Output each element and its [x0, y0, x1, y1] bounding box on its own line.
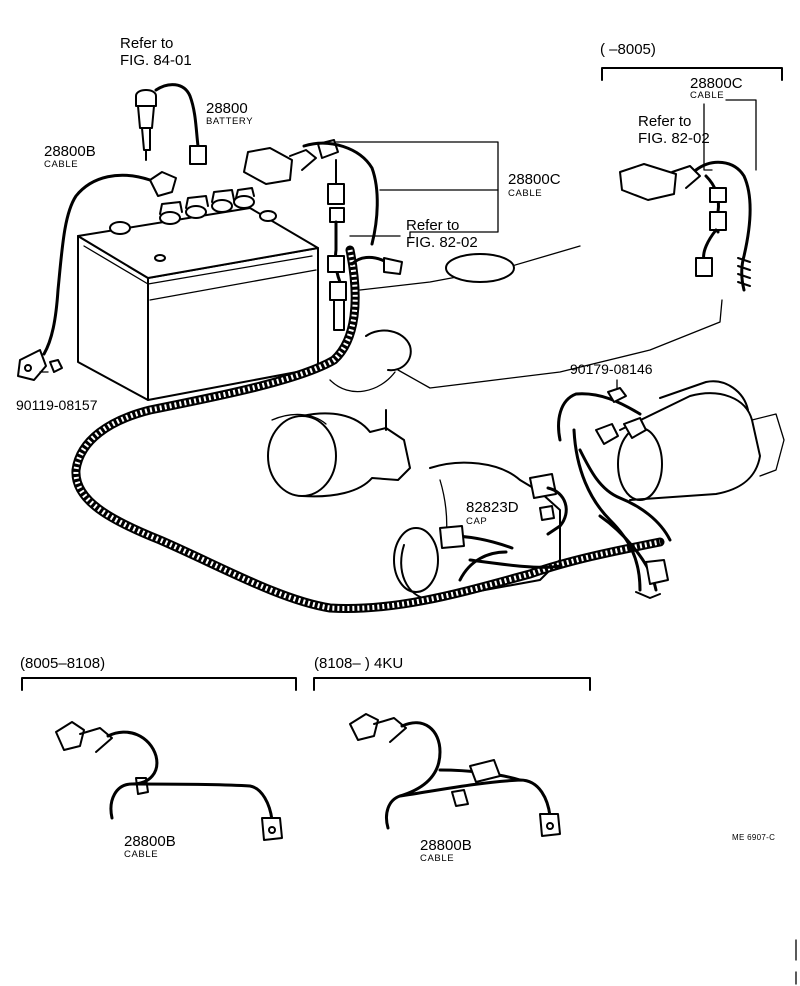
refer-to-label-2: Refer to [406, 217, 460, 234]
fig-82-02-label: FIG. 82-02 [406, 234, 478, 251]
part-90119-08157-label: 90119-08157 [16, 397, 98, 413]
starter-outline [617, 380, 785, 501]
variant-bottom-middle-cable [313, 677, 591, 837]
refer-to-label: Refer to [120, 35, 174, 52]
part-28800B-label-middle: 28800B [420, 837, 472, 854]
part-90179-08146-label: 90179-08146 [570, 361, 653, 377]
battery-label: BATTERY [206, 116, 254, 127]
cable-label-28800B: CABLE [44, 159, 79, 170]
refer-to-label-3: Refer to [638, 113, 692, 130]
part-28800B-label-left: 28800B [124, 833, 176, 850]
cable-label-28800C-variant: CABLE [690, 90, 725, 101]
variant-8108-4ku-label: (8108– ) 4KU [314, 655, 404, 672]
cable-label-middle: CABLE [420, 853, 455, 864]
part-28800C-label-variant: 28800C [690, 75, 743, 92]
fig-82-02-label-variant: FIG. 82-02 [638, 130, 710, 147]
part-28800B-label: 28800B [44, 143, 96, 160]
cable-28800C-main [71, 139, 672, 613]
cable-28800B-battery [17, 171, 177, 381]
cable-label-left: CABLE [124, 849, 159, 860]
part-28800-label: 28800 [206, 100, 248, 117]
sender-84-01 [135, 83, 207, 165]
variant-top-right-cable [601, 67, 783, 292]
variant-upto-8005-label: ( –8005) [600, 41, 656, 58]
bracket-28800C [335, 141, 499, 239]
drawing-code-label: ME 6907-C [732, 833, 776, 842]
variant-8005-8108-label: (8005–8108) [20, 655, 106, 672]
nut-90179-08146 [607, 379, 627, 403]
cable-label-28800C: CABLE [508, 188, 543, 199]
engine-outline [329, 245, 723, 393]
part-82823D-label: 82823D [466, 499, 519, 516]
distributor-outline [267, 409, 411, 498]
part-28800C-label: 28800C [508, 171, 561, 188]
battery-drawing [77, 187, 319, 401]
cap-label: CAP [466, 516, 488, 527]
variant-bottom-left-cable [21, 677, 297, 841]
fig-84-01-label: FIG. 84-01 [120, 52, 192, 69]
